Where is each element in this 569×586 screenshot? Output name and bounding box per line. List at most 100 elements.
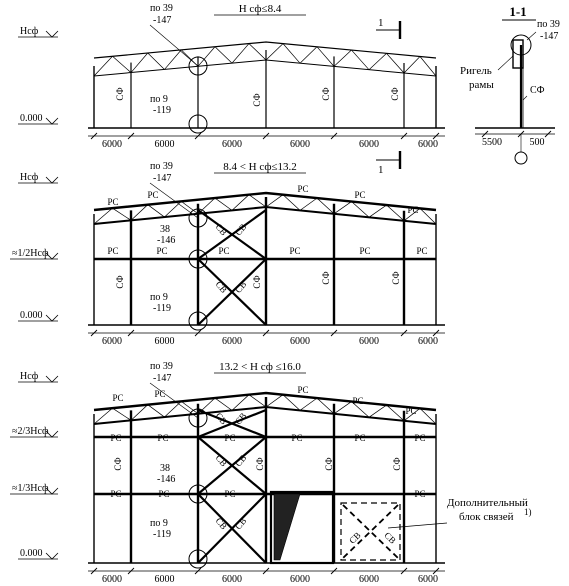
- truss-web: [419, 56, 437, 77]
- truss-web: [316, 46, 335, 67]
- dimension-tick: [194, 567, 202, 575]
- callout-leader: [149, 24, 199, 67]
- note-line-1: Дополнительный: [447, 497, 528, 509]
- truss-top-chord: [93, 41, 437, 59]
- truss-web: [130, 404, 148, 421]
- dimension-tick: [432, 132, 440, 140]
- brace-tag-sv: СВ: [382, 530, 398, 546]
- callout-bottom-line-2: -119: [153, 303, 171, 314]
- span-dimension: 6000: [418, 336, 438, 347]
- level-top-arrow: [45, 176, 59, 184]
- dimension-tick: [262, 329, 270, 337]
- column-tag-sf: СФ: [392, 457, 402, 470]
- column-tag-sf: СФ: [391, 271, 401, 284]
- column-tag-sf: СФ: [252, 93, 262, 106]
- tie-tag-rs: РС: [297, 385, 308, 395]
- tie-tag-rs: РС: [224, 433, 235, 443]
- brace-tag-sv: СВ: [233, 516, 248, 532]
- column-tag-sf: СФ: [115, 275, 125, 288]
- truss-web: [368, 404, 387, 418]
- span-dimension: 6000: [290, 336, 310, 347]
- level-top-arrow: [45, 375, 59, 383]
- truss-top-chord: [93, 391, 437, 412]
- callout-top-line-2: -147: [153, 15, 171, 26]
- level-mid-1-arrow: [45, 430, 59, 438]
- callout-circle-mid: [188, 484, 208, 504]
- truss-web: [93, 56, 113, 77]
- dimension-tick: [90, 329, 98, 337]
- truss-web: [214, 197, 233, 211]
- truss-web: [130, 204, 148, 221]
- section-mark-label: 1: [378, 164, 384, 176]
- truss-web: [130, 52, 149, 73]
- dimension-tick: [330, 329, 338, 337]
- truss-web: [248, 43, 267, 61]
- callout-top-line-1: по 39: [150, 361, 173, 372]
- level-mid-2-label: ≈1/3Нсф: [12, 483, 49, 494]
- dimension-tick: [432, 567, 440, 575]
- tie-tag-rs: РС: [414, 489, 425, 499]
- section-dim-left: 5500: [482, 137, 502, 148]
- truss-web: [282, 194, 301, 211]
- truss-web: [368, 53, 387, 70]
- truss-web: [112, 56, 132, 73]
- span-dimension: 6000: [290, 574, 310, 585]
- truss-web: [147, 204, 165, 218]
- level-top-arrow: [45, 30, 59, 38]
- level-zero-arrow: [45, 314, 59, 322]
- truss-web: [282, 43, 301, 64]
- callout-circle-top: [188, 408, 208, 428]
- section-callout-leader: [526, 31, 537, 41]
- truss-web: [231, 43, 250, 64]
- tie-tag-rs: РС: [107, 246, 118, 256]
- dimension-tick: [90, 132, 98, 140]
- tie-tag-rs: РС: [297, 184, 308, 194]
- dimension-tick: [432, 329, 440, 337]
- callout-bottom-line-1: по 9: [150, 292, 168, 303]
- span-dimension: 6000: [359, 139, 379, 150]
- callout-top-line-1: по 39: [150, 161, 173, 172]
- brace: [197, 408, 267, 439]
- span-dimension: 6000: [359, 336, 379, 347]
- truss-web: [147, 52, 165, 70]
- column-tag-sf: СФ: [390, 87, 400, 100]
- truss-web: [112, 407, 132, 421]
- brace: [197, 258, 267, 326]
- tie-tag-rs: РС: [158, 489, 169, 499]
- level-zero-label: 0.000: [20, 310, 43, 321]
- truss-web: [386, 204, 405, 222]
- note-line-2: блок связей: [459, 511, 514, 523]
- brace-tag-sv: СВ: [233, 279, 248, 295]
- span-dimension: 6000: [418, 139, 438, 150]
- dimension-tick: [330, 132, 338, 140]
- truss-web: [299, 46, 318, 64]
- truss-web: [403, 408, 421, 422]
- truss-top-chord: [93, 191, 437, 212]
- level-mid-arrow: [45, 252, 59, 260]
- callout-top-line-2: -147: [153, 373, 171, 384]
- dimension-tick: [90, 567, 98, 575]
- truss-web: [214, 46, 233, 64]
- column-tag-sf: СФ: [252, 275, 262, 288]
- dimension-tick: [127, 567, 135, 575]
- section-callout-circle: [510, 34, 532, 56]
- callout-mid-line-1: 38: [160, 224, 170, 235]
- panel-title: 13.2 < Н сф ≤16.0: [219, 361, 301, 373]
- section-callout-line-2: -147: [540, 31, 558, 42]
- level-zero-label: 0.000: [20, 548, 43, 559]
- dimension-tick: [127, 329, 135, 337]
- tie-tag-rs: РС: [359, 246, 370, 256]
- dimension-tick: [330, 567, 338, 575]
- span-dimension: 6000: [222, 574, 242, 585]
- tie-tag-rs: РС: [157, 433, 168, 443]
- truss-web: [316, 397, 335, 415]
- additional-brace: [342, 504, 399, 559]
- truss-web: [214, 397, 233, 411]
- section-dim-right: 500: [530, 137, 545, 148]
- tie-tag-rs: РС: [224, 489, 235, 499]
- tie-tag-rs: РС: [156, 246, 167, 256]
- beam-label-leader: [497, 55, 514, 71]
- section-dim-tick: [544, 130, 552, 138]
